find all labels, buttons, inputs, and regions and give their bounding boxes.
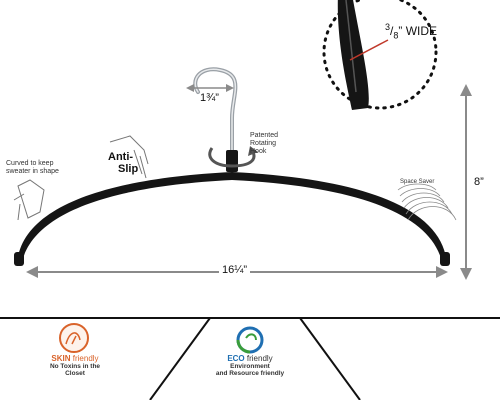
wire-width-pointer	[349, 39, 389, 61]
curved-callout: Curved to keep sweater in shape	[6, 160, 59, 176]
eco-word: ECO	[227, 354, 245, 363]
anti-slip-line2: Slip	[118, 163, 139, 175]
space-saver-label: Space Saver	[400, 179, 435, 185]
hanger-arc	[18, 172, 446, 262]
wire-width-denominator: 8	[393, 30, 399, 41]
curved-callout-line1: Curved to keep	[6, 160, 54, 167]
height-arrow-top	[460, 84, 472, 96]
sweater-sketch	[13, 179, 45, 221]
zoom-circle	[322, 0, 438, 110]
skin-friendly-text: friendly	[70, 354, 99, 363]
height-label: 8”	[474, 176, 484, 188]
span-arrow-left	[26, 266, 38, 278]
anti-slip-sketch	[109, 135, 149, 179]
eco-badge: ECO friendly Environment and Resource fr…	[212, 354, 288, 377]
skin-word: SKIN	[51, 354, 71, 363]
eco-subtext-line2: and Resource friendly	[215, 370, 285, 377]
wire-width-numerator: 3	[385, 22, 391, 32]
hook-width-arrow-right	[226, 84, 234, 92]
span-arrow-right	[436, 266, 448, 278]
skin-subtext: No Toxins in the Closet	[49, 363, 101, 377]
eco-friendly-text: friendly	[244, 354, 273, 363]
hook-width-label: 1¾”	[200, 92, 219, 104]
span-width-label: 16¼”	[219, 264, 251, 276]
hook-shape	[193, 67, 238, 162]
curved-callout-line2: sweater in shape	[6, 168, 59, 175]
wire-width-label: 3/8” WIDE	[385, 22, 438, 41]
skin-icon	[59, 323, 89, 353]
hanger-tip-left	[14, 252, 24, 266]
anti-slip-line1: Anti-	[108, 151, 134, 163]
anti-slip-callout: Anti- Slip	[108, 151, 138, 175]
floor-perspective-left	[149, 317, 211, 400]
rotating-hook-line1: Patented	[250, 132, 279, 139]
height-arrow-bottom	[460, 268, 472, 280]
floor-perspective-right	[299, 317, 361, 400]
wire-closeup	[337, 0, 369, 110]
skin-badge: SKIN friendly No Toxins in the Closet	[40, 354, 110, 377]
rotating-hook-line2: Rotating	[250, 140, 277, 147]
rotating-hook-callout: Patented Rotating Hook	[250, 132, 278, 156]
space-saver-hangers	[397, 183, 457, 221]
hook-neck	[226, 150, 238, 172]
hook-width-arrow-left	[186, 84, 194, 92]
rotating-hook-line3: Hook	[250, 148, 267, 155]
eco-subtext-line1: Environment	[230, 363, 270, 370]
wire-width-suffix: ” WIDE	[398, 24, 438, 38]
hanger-tip-right	[440, 252, 450, 266]
rotate-icon	[208, 147, 256, 168]
